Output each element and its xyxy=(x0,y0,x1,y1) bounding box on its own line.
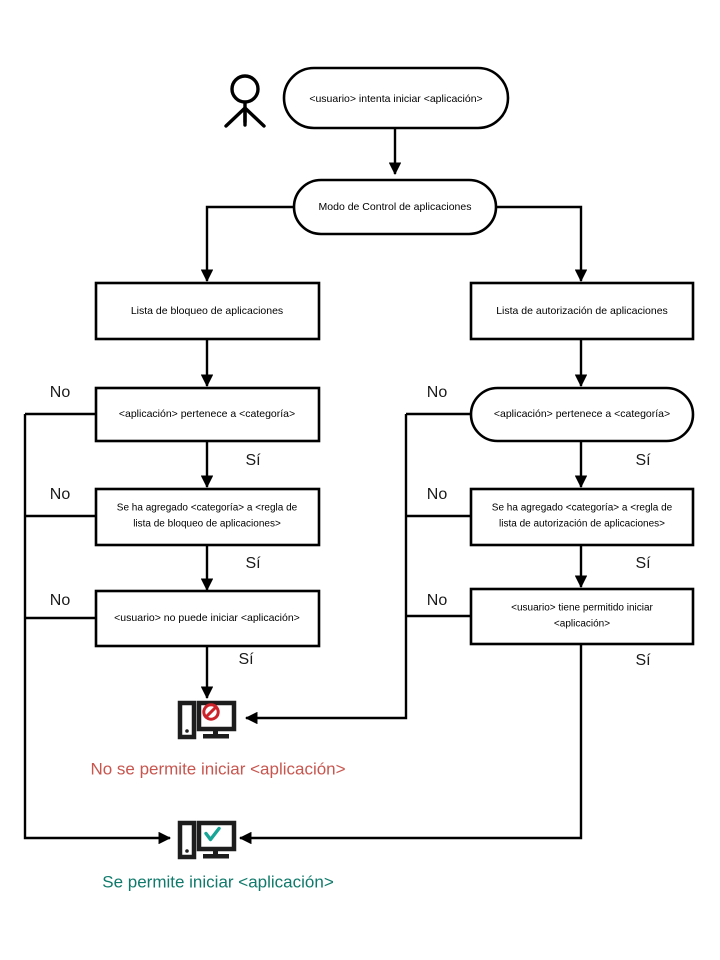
node-deny-rule-label-line2: lista de bloqueo de aplicaciones> xyxy=(133,519,281,530)
node-allowlist[interactable]: Lista de autorización de aplicaciones xyxy=(469,281,695,341)
node-allow-result-label-line2: <aplicación> xyxy=(554,619,610,630)
node-deny-rule[interactable]: Se ha agregado <categoría> a <regla de l… xyxy=(94,487,321,547)
edge-allow-result-yes xyxy=(239,644,583,845)
edge-left-no-bus xyxy=(23,414,171,845)
node-mode-label: Modo de Control de aplicaciones xyxy=(319,201,472,213)
edge-label-yes-allow-rule: Sí xyxy=(635,555,651,572)
edge-label-yes-allow-cat: Sí xyxy=(635,452,651,469)
edge-label-yes-deny-cat: Sí xyxy=(245,452,261,469)
node-denylist-label: Lista de bloqueo de aplicaciones xyxy=(131,305,283,317)
edge-label-no-deny-rule: No xyxy=(50,486,71,503)
edge-right-no-bus xyxy=(245,414,408,725)
edge-label-yes-deny-result: Sí xyxy=(238,651,254,668)
node-mode[interactable]: Modo de Control de aplicaciones xyxy=(292,178,498,236)
outcome-allowed-label: Se permite iniciar <aplicación> xyxy=(102,872,334,891)
node-allow-rule[interactable]: Se ha agregado <categoría> a <regla de l… xyxy=(469,487,695,547)
node-allow-result[interactable]: <usuario> tiene permitido iniciar <aplic… xyxy=(469,587,695,646)
node-deny-category[interactable]: <aplicación> pertenece a <categoría> xyxy=(94,386,321,443)
computer-allowed-icon xyxy=(177,820,237,860)
node-allow-rule-label-line2: lista de autorización de aplicaciones> xyxy=(499,519,665,530)
node-deny-result-label: <usuario> no puede iniciar <aplicación> xyxy=(114,612,300,624)
edge-label-no-allow-result: No xyxy=(427,592,448,609)
node-allow-rule-label-line1: Se ha agregado <categoría> a <regla de xyxy=(492,503,673,514)
edge-label-yes-allow-result: Sí xyxy=(635,652,651,669)
edge-label-yes-deny-rule: Sí xyxy=(245,555,261,572)
node-deny-result[interactable]: <usuario> no puede iniciar <aplicación> xyxy=(94,589,321,648)
node-allow-category[interactable]: <aplicación> pertenece a <categoría> xyxy=(469,386,695,443)
edge-mode-to-denylist xyxy=(200,205,294,282)
edge-label-no-deny-cat: No xyxy=(50,384,71,401)
computer-blocked-icon xyxy=(177,700,237,740)
node-start[interactable]: <usuario> intenta iniciar <aplicación> xyxy=(282,66,510,130)
node-denylist[interactable]: Lista de bloqueo de aplicaciones xyxy=(94,281,321,341)
edge-label-no-allow-cat: No xyxy=(427,384,448,401)
node-start-label: <usuario> intenta iniciar <aplicación> xyxy=(309,93,482,105)
edge-mode-to-allowlist xyxy=(496,205,588,282)
node-allow-result-label-line1: <usuario> tiene permitido iniciar xyxy=(511,603,653,614)
outcome-denied-label: No se permite iniciar <aplicación> xyxy=(90,759,345,778)
node-deny-rule-label-line1: Se ha agregado <categoría> a <regla de xyxy=(117,503,298,514)
node-allowlist-label: Lista de autorización de aplicaciones xyxy=(496,305,668,317)
node-allow-category-label: <aplicación> pertenece a <categoría> xyxy=(494,408,670,420)
edge-label-no-allow-rule: No xyxy=(427,486,448,503)
node-deny-category-label: <aplicación> pertenece a <categoría> xyxy=(119,408,295,420)
user-actor-icon xyxy=(224,74,266,128)
edge-label-no-deny-result: No xyxy=(50,592,71,609)
